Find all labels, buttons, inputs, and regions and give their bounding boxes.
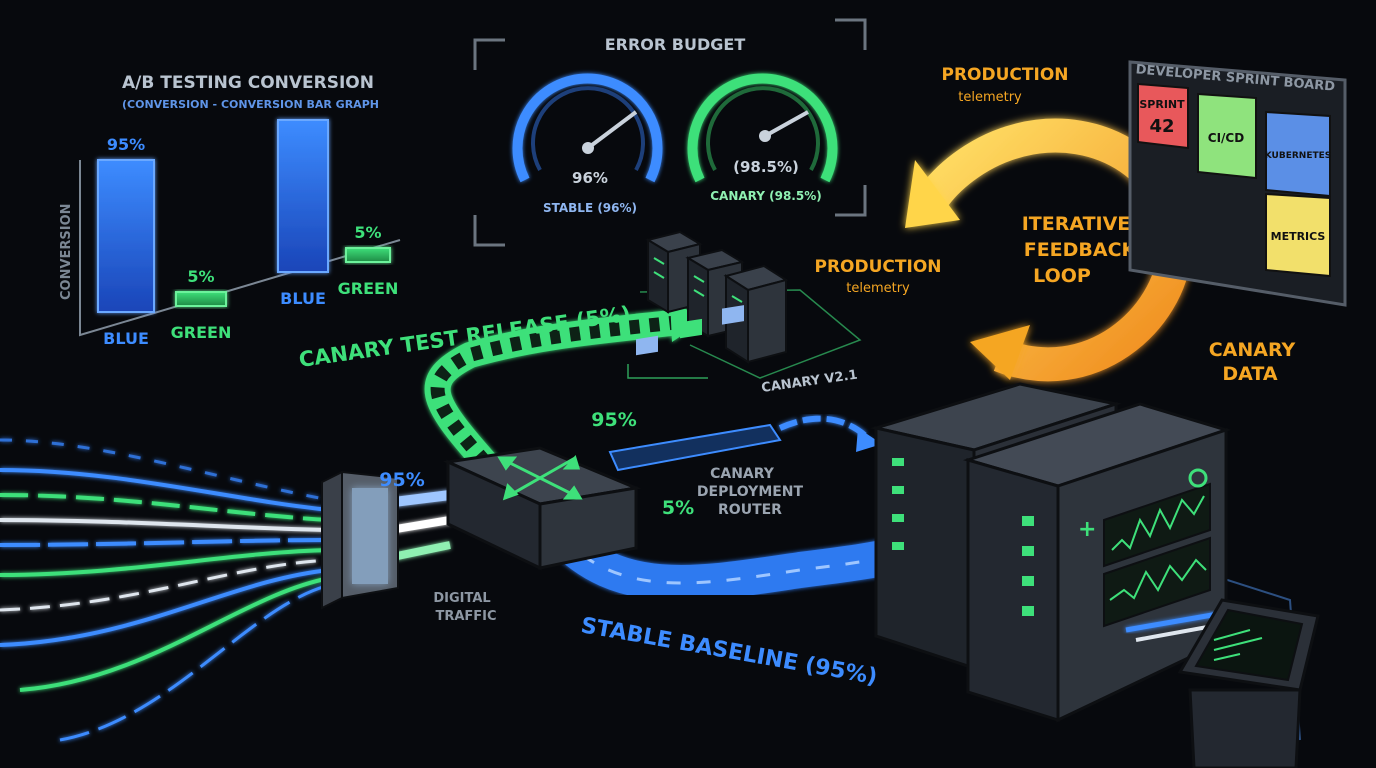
loop-arrowhead-top	[905, 160, 960, 228]
loop-label-line3: LOOP	[1033, 265, 1091, 287]
error-budget-panel: ERROR BUDGET 96% STABLE (96%) (98.5%) CA…	[473, 18, 867, 247]
sprint-card-label: SPRINT	[1139, 98, 1185, 111]
stable-baseline-label: STABLE BASELINE (95%)	[579, 613, 879, 690]
canary-servers: CANARY V2.1	[627, 230, 862, 396]
canary-data-line2: DATA	[1222, 363, 1277, 385]
ab-chart-subtitle: (CONVERSION - CONVERSION BAR GRAPH	[122, 98, 379, 111]
router-upper-pct: 95%	[591, 409, 636, 431]
sprint-card: SPRINT 42	[1137, 82, 1189, 150]
feedback-top-title: PRODUCTION	[942, 65, 1069, 85]
router-label-line2: DEPLOYMENT	[697, 484, 804, 500]
bar-1	[175, 291, 227, 307]
sprint-board: DEVELOPER SPRINT BOARD SPRINT 42 CI/CD K…	[1128, 60, 1347, 307]
gauge-needle-icon	[764, 110, 809, 138]
bar-3	[345, 247, 391, 263]
bar-category-label: GREEN	[338, 279, 399, 298]
feedback-top-sub: telemetry	[958, 90, 1022, 105]
loop-label-line1: ITERATIVE	[1022, 213, 1131, 235]
bar-category-label: GREEN	[171, 323, 232, 342]
canary-gauge-value: (98.5%)	[733, 158, 799, 176]
traffic-label-line2: TRAFFIC	[435, 609, 496, 624]
ab-chart: A/B TESTING CONVERSION (CONVERSION - CON…	[59, 73, 401, 348]
stable-gauge-label: STABLE (96%)	[543, 201, 637, 215]
stable-gauge-value: 96%	[572, 169, 608, 187]
router-arrows-icon	[497, 455, 583, 501]
sprint-card-label: KUBERNETES	[1265, 151, 1332, 161]
bar-value-label: 5%	[187, 267, 214, 286]
bar-2	[277, 119, 329, 273]
bar-value-label: 5%	[354, 223, 381, 242]
sprint-card: METRICS	[1265, 192, 1331, 278]
sprint-card-label: CI/CD	[1208, 131, 1244, 145]
traffic-label-line1: DIGITAL	[433, 591, 490, 606]
svg-text:+: +	[1078, 517, 1096, 542]
terminal-kiosk-icon	[1125, 598, 1320, 768]
router-label-line3: ROUTER	[718, 502, 782, 518]
deployment-router	[442, 446, 642, 571]
canary-data-line1: CANARY	[1209, 339, 1296, 361]
server-rack-icon: +	[962, 402, 1231, 723]
feedback-mid-title: PRODUCTION	[815, 257, 942, 277]
stable-gauge: 96% STABLE (96%)	[512, 73, 663, 215]
bar-value-label: 95%	[107, 135, 145, 154]
bar-category-label: BLUE	[103, 329, 149, 348]
sprint-card-number: 42	[1149, 116, 1174, 137]
traffic-gate	[321, 470, 399, 610]
bar-category-label: BLUE	[280, 289, 326, 308]
canary-gauge: (98.5%) CANARY (98.5%)	[687, 73, 838, 203]
sprint-card: KUBERNETES	[1265, 110, 1332, 198]
gauge-needle-icon	[586, 110, 638, 150]
ab-chart-ylabel: CONVERSION	[59, 203, 74, 300]
error-budget-title: ERROR BUDGET	[605, 35, 746, 54]
router-lower-pct: 5%	[662, 497, 694, 519]
feedback-mid-sub: telemetry	[846, 281, 910, 296]
canary-gauge-label: CANARY (98.5%)	[710, 189, 821, 203]
router-label-line1: CANARY	[710, 466, 775, 482]
router-left-pct: 95%	[379, 469, 424, 491]
stable-datacenter: +	[870, 382, 1301, 741]
ab-bars: BLUE 95% GREEN 5% BLUE GREEN 5%	[97, 119, 399, 348]
loop-label-line2: FEEDBACK	[1024, 239, 1138, 261]
loop-arrowhead-bottom	[970, 325, 1030, 380]
router-conveyor: 95%	[591, 305, 882, 472]
sprint-card-label: METRICS	[1271, 230, 1326, 243]
bar-0	[97, 159, 155, 313]
ab-chart-title: A/B TESTING CONVERSION	[122, 73, 374, 93]
sprint-card: CI/CD	[1197, 92, 1257, 180]
